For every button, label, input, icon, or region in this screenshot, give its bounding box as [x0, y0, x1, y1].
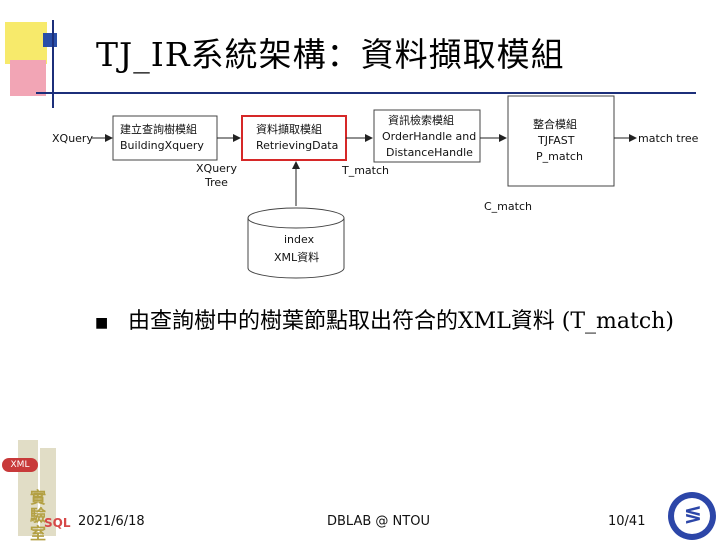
- db-label-index: index: [284, 233, 315, 246]
- box-integration-label-en-2: P_match: [536, 150, 583, 163]
- xquery-tree-label-1: XQuery: [196, 162, 237, 175]
- box-building-xquery: 建立查詢樹模組 BuildingXquery: [112, 115, 218, 161]
- box-retrieving-label-en: RetrievingData: [256, 139, 338, 152]
- logo-glyph-2: 驗: [30, 506, 47, 525]
- database-cylinder: index XML資料: [247, 207, 345, 279]
- footer-page-number: 10/41: [608, 514, 646, 529]
- db-label-xml: XML資料: [274, 250, 319, 264]
- xquery-tree-label-2: Tree: [204, 176, 228, 189]
- box-search-label-en-1: OrderHandle and: [382, 130, 476, 143]
- box-search-label-zh: 資訊檢索模組: [388, 113, 454, 127]
- decor-pink-square: [10, 60, 46, 96]
- square-bullet-icon: ■: [95, 315, 109, 331]
- logo-column-right: [40, 448, 56, 536]
- c-match-label: C_match: [484, 200, 532, 213]
- decor-vertical-line: [52, 20, 54, 108]
- footer-date: 2021/6/18: [78, 514, 145, 529]
- logo-glyph-1: 實: [30, 488, 47, 507]
- t-match-label: T_match: [341, 164, 389, 177]
- xml-badge: XML: [2, 458, 38, 472]
- box-search-label-en-2: DistanceHandle: [386, 146, 473, 159]
- slide-title: TJ_IR系統架構：資料擷取模組: [96, 35, 565, 74]
- box-retrieving-data: 資料擷取模組 RetrievingData: [241, 115, 347, 161]
- architecture-diagram: XQuery 建立查詢樹模組 BuildingXquery XQuery Tre…: [52, 95, 699, 279]
- bullet-text: 由查詢樹中的樹葉節點取出符合的XML資料 (T_match): [128, 309, 674, 334]
- sql-text: SQL: [44, 516, 71, 530]
- title-underline: [36, 92, 696, 94]
- box-building-label-zh: 建立查詢樹模組: [120, 122, 197, 136]
- logo-glyph-3: 室: [30, 524, 47, 543]
- university-logo-icon: ≶: [668, 492, 716, 540]
- footer-center: DBLAB @ NTOU: [327, 514, 430, 529]
- box-retrieving-label-zh: 資料擷取模組: [256, 122, 322, 136]
- lab-logo: XML 實 驗 室 SQL: [0, 440, 71, 543]
- box-integration-label-en-1: TJFAST: [537, 134, 575, 147]
- box-integration: 整合模組 TJFAST P_match: [507, 95, 615, 187]
- box-building-label-en: BuildingXquery: [120, 139, 204, 152]
- output-label: match tree: [638, 132, 699, 145]
- decor-yellow-square: [5, 22, 47, 64]
- box-order-distance: 資訊檢索模組 OrderHandle and DistanceHandle: [373, 109, 481, 163]
- input-label: XQuery: [52, 132, 93, 145]
- box-integration-label-zh: 整合模組: [533, 117, 577, 131]
